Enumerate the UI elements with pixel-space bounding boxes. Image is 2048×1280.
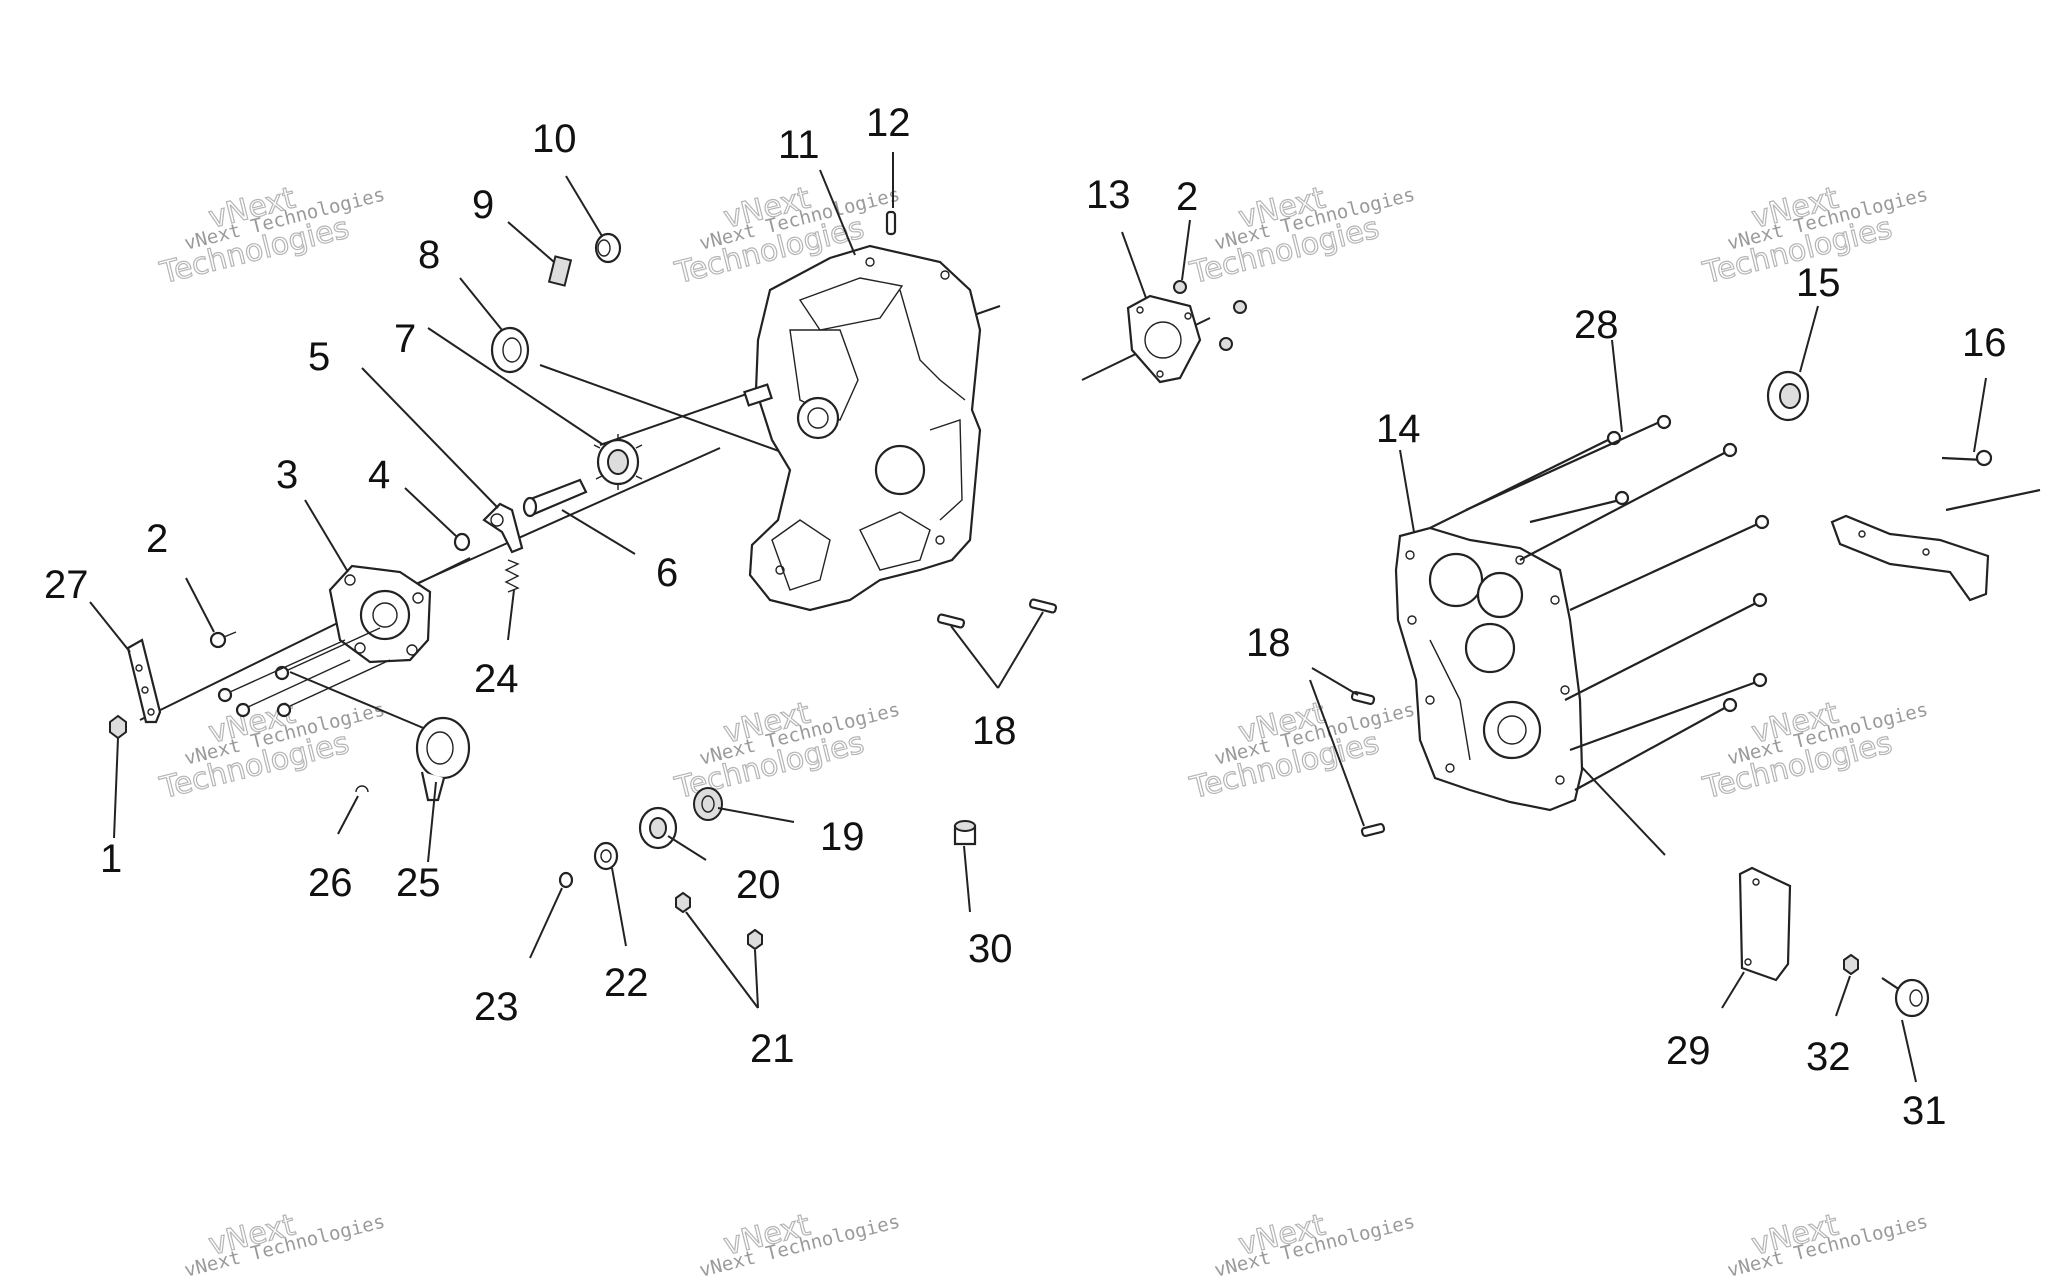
watermark: vNext vNext Technologies <box>182 1207 387 1280</box>
callout-11: 11 <box>778 123 820 167</box>
callout-4: 4 <box>368 453 390 497</box>
cover-plate-part <box>1126 294 1202 384</box>
watermark: vNext Technologies vNext Technologies <box>156 180 388 292</box>
cover-bolts-part <box>1173 280 1247 351</box>
callout-26: 26 <box>308 861 353 905</box>
housing-bolts-part <box>217 627 391 718</box>
bolt-part <box>209 631 237 649</box>
callout-25: 25 <box>396 861 441 905</box>
callout-5: 5 <box>308 335 330 379</box>
watermark: vNext vNext Technologies <box>1725 1207 1930 1280</box>
callout-18-right: 18 <box>1246 621 1291 665</box>
mount-bracket-part <box>1738 866 1792 982</box>
callout-2b: 2 <box>1176 175 1198 219</box>
right-bolt-part <box>1941 449 2041 512</box>
callout-30: 30 <box>968 927 1013 971</box>
cap-part <box>953 820 977 846</box>
gear-part <box>593 434 643 490</box>
small-gear-part <box>593 841 619 871</box>
clip-part <box>547 255 573 287</box>
right-nut-part <box>1843 953 1859 976</box>
pin-part <box>885 210 897 236</box>
watermark: vNext Technologies vNext Technologies <box>1186 180 1418 292</box>
callout-8: 8 <box>418 233 440 277</box>
nut-part <box>109 714 127 740</box>
callout-23: 23 <box>474 985 519 1029</box>
spring-part <box>504 559 520 593</box>
watermark: vNext Technologies vNext Technologies <box>1186 695 1418 807</box>
long-bolts-part <box>1429 414 1770 791</box>
axis-line-idler <box>289 671 441 736</box>
idler-pulley-part <box>415 716 471 802</box>
axis-line-shaft <box>379 447 721 601</box>
plug-part <box>594 232 622 264</box>
callout-13: 13 <box>1086 173 1131 217</box>
support-bracket-part <box>1830 514 1990 602</box>
seal-part <box>490 326 530 374</box>
watermark: vNext vNext Technologies <box>697 1207 902 1280</box>
callout-9: 9 <box>472 183 494 227</box>
nuts-part <box>675 891 763 951</box>
right-dowel-pins-part <box>1350 690 1386 838</box>
callout-20: 20 <box>736 863 781 907</box>
shaft-part <box>522 478 588 518</box>
callout-labels: 1 2 3 4 5 6 7 8 9 10 11 12 13 2 14 15 16… <box>44 101 2007 1133</box>
callout-18-middle: 18 <box>972 709 1017 753</box>
callout-1: 1 <box>100 837 122 881</box>
watermark: vNext Technologies vNext Technologies <box>671 695 903 807</box>
callout-10: 10 <box>532 117 577 161</box>
gearcase-housing-part <box>743 244 982 612</box>
sprocket-part <box>693 787 723 821</box>
leader-lines <box>89 152 1987 1083</box>
shift-arm-part <box>482 502 524 554</box>
watermark: vNext vNext Technologies <box>1212 1207 1417 1280</box>
dowel-pins-part <box>936 598 1058 629</box>
callout-22: 22 <box>604 961 649 1005</box>
housing-cover-part <box>328 564 432 664</box>
callout-12: 12 <box>866 101 911 145</box>
callout-19: 19 <box>820 815 865 859</box>
callout-16: 16 <box>1962 321 2007 365</box>
bracket-plate-part <box>126 638 162 724</box>
callout-3: 3 <box>276 453 298 497</box>
callout-21: 21 <box>750 1027 795 1071</box>
watermark: vNext Technologies vNext Technologies <box>156 695 388 807</box>
callout-2: 2 <box>146 517 168 561</box>
callout-28: 28 <box>1574 303 1619 347</box>
gearcase-cover-part <box>1394 526 1584 812</box>
circlip-part <box>355 785 369 793</box>
small-washer-part <box>558 871 574 889</box>
callout-29: 29 <box>1666 1029 1711 1073</box>
right-seal-part <box>1766 370 1810 422</box>
callout-6: 6 <box>656 551 678 595</box>
callout-32: 32 <box>1806 1035 1851 1079</box>
washer-part <box>453 532 471 552</box>
callout-14: 14 <box>1376 407 1421 451</box>
bearing-part <box>638 806 678 850</box>
callout-7: 7 <box>394 317 416 361</box>
callout-27: 27 <box>44 563 89 607</box>
callout-15: 15 <box>1796 261 1841 305</box>
callout-24: 24 <box>474 657 519 701</box>
axis-line-seal <box>539 364 791 456</box>
knob-bolt-part <box>1881 977 1930 1018</box>
callout-31: 31 <box>1902 1089 1947 1133</box>
